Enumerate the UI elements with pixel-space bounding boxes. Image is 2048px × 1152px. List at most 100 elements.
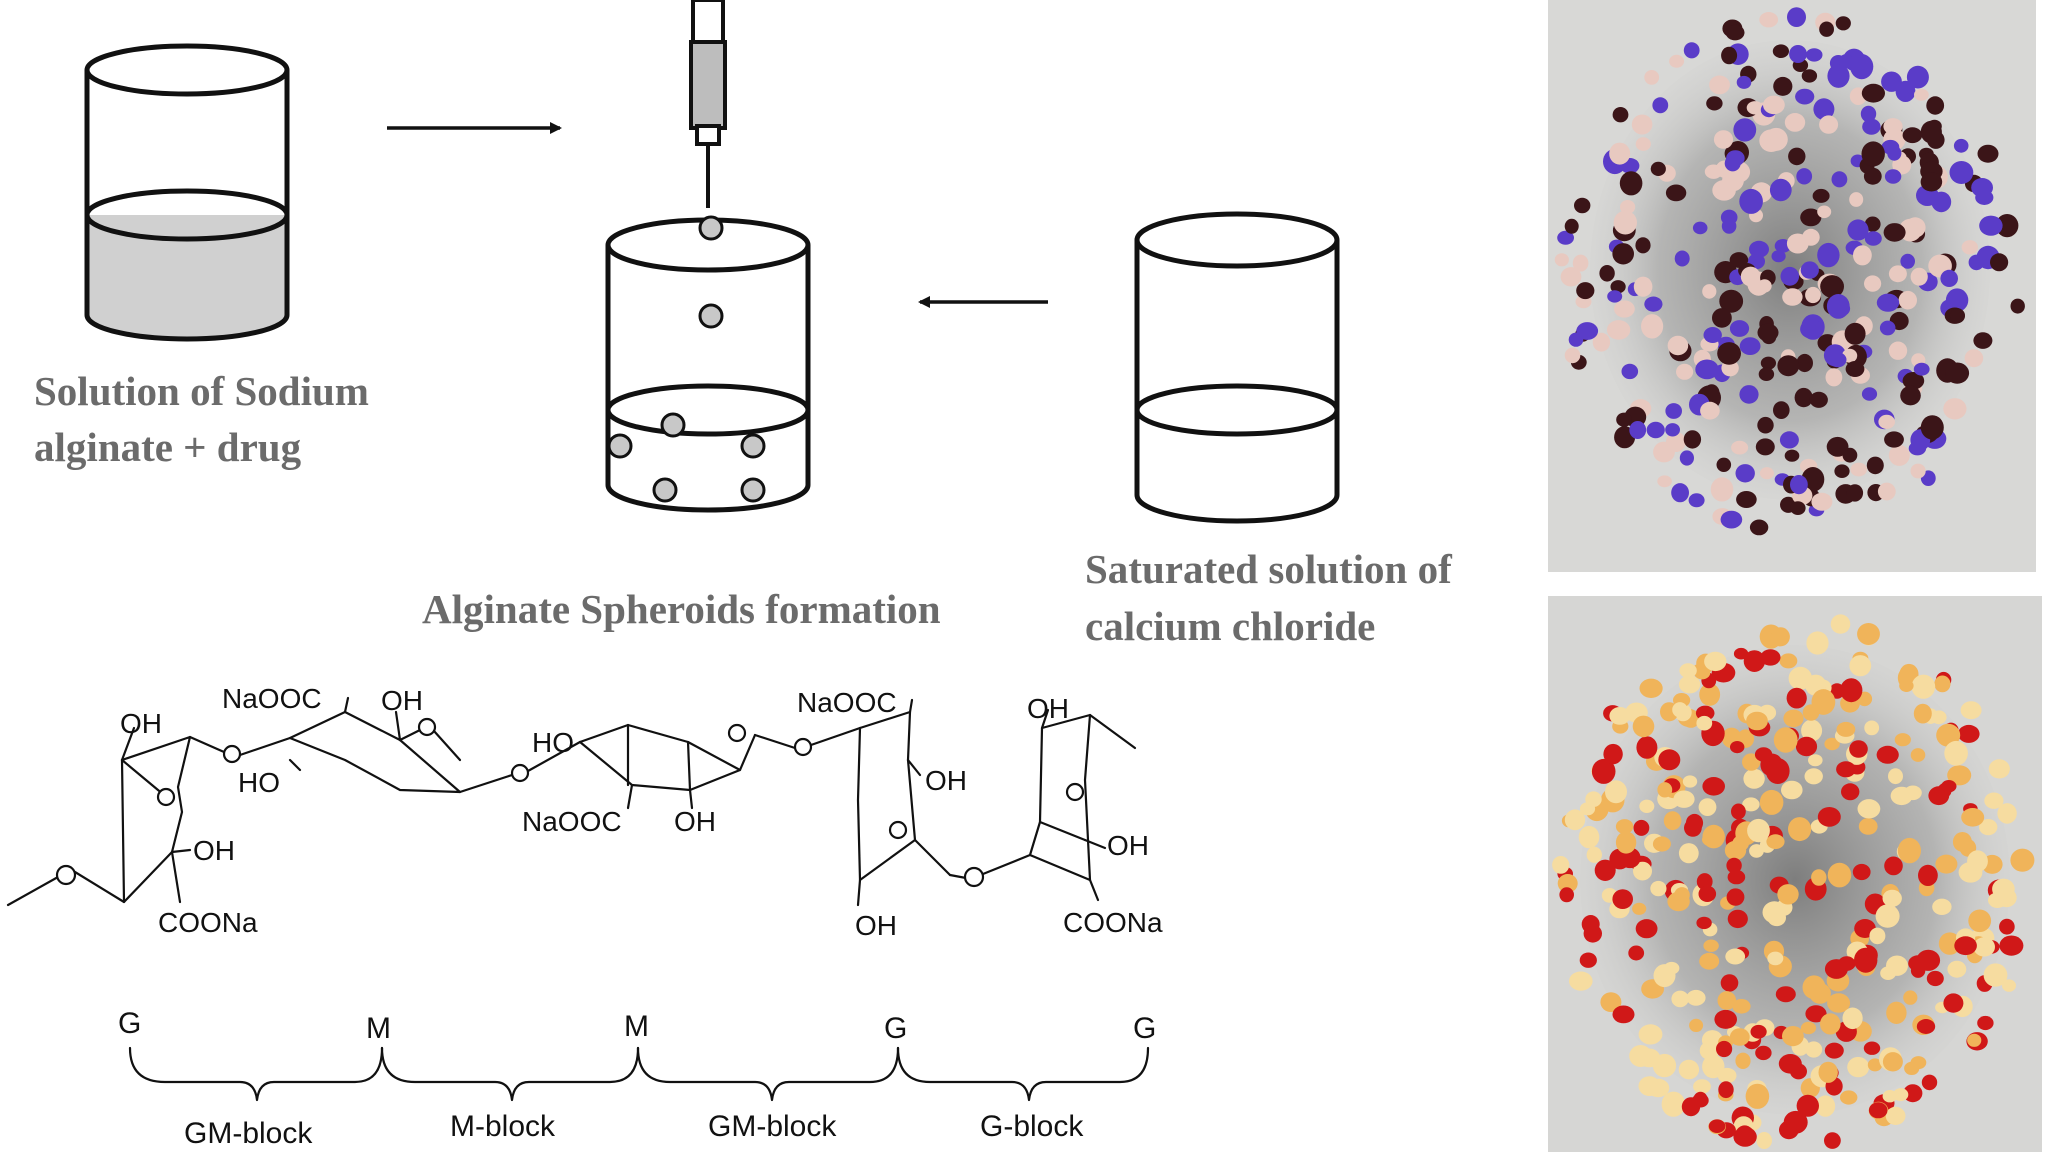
bead	[1911, 674, 1936, 699]
bead	[1796, 353, 1813, 373]
bead	[1782, 1026, 1804, 1047]
bead	[1863, 1041, 1881, 1055]
bead	[1729, 320, 1750, 337]
bead	[1635, 237, 1651, 254]
bead	[1686, 989, 1706, 1006]
bead	[1864, 720, 1880, 736]
bead	[1968, 909, 1992, 933]
bead	[1616, 412, 1632, 427]
bead	[1885, 1106, 1906, 1125]
bead	[1902, 127, 1923, 144]
label-naooc-3: NaOOC	[797, 687, 897, 718]
bead	[1990, 253, 2009, 272]
bead	[1882, 1052, 1903, 1072]
bead	[1750, 1024, 1767, 1039]
bead	[1739, 337, 1761, 355]
spheroid-drops	[607, 215, 766, 503]
bead	[1552, 856, 1570, 874]
bead	[1674, 250, 1690, 267]
bead	[1560, 267, 1582, 287]
bead	[1934, 675, 1951, 693]
bead	[1749, 240, 1769, 258]
bead	[1726, 888, 1745, 906]
right-caption-line2: calcium chloride	[1085, 603, 1375, 649]
bead	[1724, 155, 1741, 172]
bead	[1772, 44, 1789, 58]
bead	[1809, 391, 1828, 408]
label-naooc-1: NaOOC	[222, 683, 322, 714]
bead	[1868, 1102, 1888, 1119]
bead	[1679, 663, 1697, 678]
label-oh-7: OH	[855, 910, 897, 941]
brace-gm-block-1	[128, 1046, 384, 1102]
bead	[2002, 979, 2016, 992]
bead	[1788, 147, 1806, 166]
bead	[1725, 948, 1746, 965]
bead	[1636, 736, 1658, 759]
bead	[1663, 811, 1682, 831]
bead	[1699, 952, 1720, 970]
bead	[1804, 768, 1823, 785]
bead	[1676, 363, 1694, 380]
bead	[1743, 650, 1766, 672]
bead	[1812, 188, 1830, 203]
beaker-calcium-chloride	[1134, 211, 1340, 524]
bead	[1801, 69, 1818, 83]
bead	[1564, 809, 1586, 831]
bead	[1849, 192, 1864, 207]
bead	[1926, 970, 1944, 987]
bead	[2010, 298, 2025, 314]
bead	[1857, 799, 1881, 819]
bead	[1805, 48, 1823, 62]
bead	[1883, 223, 1906, 242]
bead	[1684, 819, 1702, 837]
bead	[1713, 130, 1734, 149]
bead	[1904, 217, 1926, 238]
bead	[1727, 869, 1746, 885]
bead	[1739, 385, 1759, 404]
bead	[1610, 280, 1626, 294]
bead	[1641, 314, 1664, 339]
bead	[1564, 347, 1581, 364]
label-ho-1: HO	[532, 727, 574, 758]
bead	[1794, 387, 1813, 408]
bead	[1916, 949, 1941, 971]
bead	[1696, 873, 1713, 891]
bead	[1875, 904, 1900, 928]
bead	[1908, 441, 1927, 456]
bead	[1769, 178, 1792, 202]
bead	[1702, 777, 1725, 796]
bead	[1977, 1015, 1994, 1031]
label-oh-6: OH	[193, 835, 235, 866]
bead	[1759, 467, 1774, 480]
bead	[1720, 510, 1743, 529]
unit-g-3: G	[1133, 1012, 1156, 1045]
bead	[1920, 120, 1942, 144]
bead	[1665, 403, 1682, 419]
bead	[1790, 475, 1808, 495]
bead	[1967, 850, 1988, 873]
bead	[1795, 736, 1818, 757]
bead	[1820, 1013, 1841, 1035]
bead	[1784, 449, 1800, 462]
bead	[1852, 863, 1871, 881]
bead	[1650, 880, 1667, 897]
bead	[1992, 878, 2015, 900]
bead	[1688, 493, 1705, 508]
bead	[1736, 75, 1752, 89]
unit-g-2: G	[884, 1012, 907, 1045]
bead	[1658, 749, 1681, 771]
bead	[1784, 113, 1806, 132]
bead	[1671, 483, 1689, 503]
bead	[1935, 854, 1958, 874]
bead	[1876, 293, 1900, 312]
bead	[1836, 761, 1856, 778]
brace-m-block	[380, 1046, 640, 1102]
bead	[1983, 963, 2008, 987]
bead	[1842, 1007, 1863, 1030]
bead	[1717, 342, 1741, 365]
bead	[1824, 959, 1848, 979]
bead	[1603, 743, 1623, 765]
bead	[1609, 707, 1631, 725]
bead	[1782, 288, 1803, 306]
